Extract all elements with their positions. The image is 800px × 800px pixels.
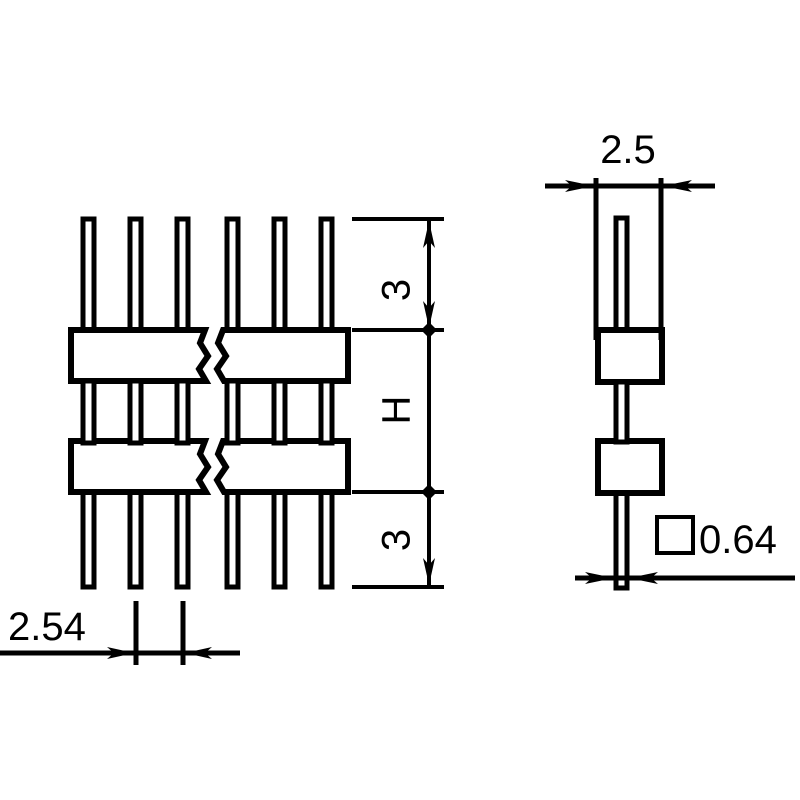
front-pin-5-mid xyxy=(271,378,288,446)
dim-node-lower xyxy=(421,484,437,500)
front-pin-1-mid xyxy=(80,378,97,446)
front-pin-6-mid xyxy=(318,378,335,446)
pin-section-arrow-left xyxy=(585,572,614,584)
pitch-arrow-right xyxy=(185,647,212,659)
arrow-bottom-down xyxy=(423,558,435,585)
side-pin-mid xyxy=(613,379,630,445)
arrow-top-up xyxy=(423,221,435,248)
dim-node-upper xyxy=(421,322,437,338)
front-pin-4-mid xyxy=(224,378,241,446)
dim-label-pitch: 2.54 xyxy=(8,605,86,649)
side-view-group xyxy=(595,215,665,591)
dim-label-pin-section: 0.64 xyxy=(699,518,777,562)
upper-insulator-bar-right xyxy=(213,327,351,384)
lower-insulator-bar-right xyxy=(213,438,351,495)
upper-insulator-bar-left xyxy=(68,327,212,384)
pitch-arrow-left xyxy=(107,647,134,659)
lower-insulator-bar-left xyxy=(68,438,212,495)
dim-label-body-height: H xyxy=(375,396,419,425)
front-pin-overlaps xyxy=(80,378,335,446)
width-arrow-left xyxy=(565,180,594,192)
dim-label-top-pin-length: 3 xyxy=(375,279,419,301)
pin-section-dimension-group: 0.64 xyxy=(575,515,795,584)
square-section-symbol-icon xyxy=(655,515,695,555)
side-lower-insulator-block xyxy=(595,438,665,496)
body-width-dimension-group: 2.5 xyxy=(545,128,715,340)
front-view-vertical-dimensions: 3 H 3 xyxy=(352,217,444,589)
dim-label-bottom-pin-length: 3 xyxy=(375,529,419,551)
front-pin-2-mid xyxy=(127,378,144,446)
pitch-dimension-group: 2.54 xyxy=(0,601,240,665)
front-view-group xyxy=(68,216,351,590)
width-arrow-right xyxy=(663,180,692,192)
dim-label-body-width: 2.5 xyxy=(600,128,656,172)
arrow-upper-down xyxy=(423,301,435,328)
side-upper-insulator-block xyxy=(595,327,665,385)
front-pin-3-mid xyxy=(174,378,191,446)
pin-section-arrow-right xyxy=(629,572,658,584)
